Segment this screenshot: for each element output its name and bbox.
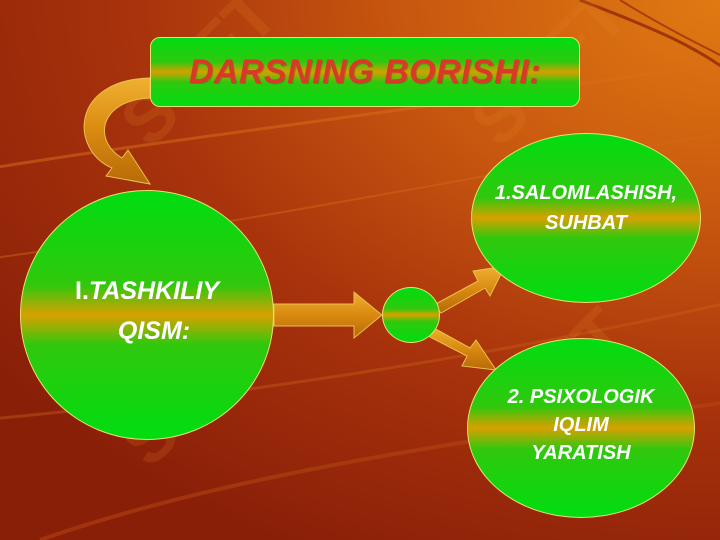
title-box: DARSNING BORISHI:: [150, 37, 580, 107]
main-node: I.TASHKILIY QISM:: [20, 190, 274, 440]
node-2-line3: YARATISH: [531, 442, 631, 464]
main-node-line2: QISM:: [117, 317, 191, 345]
node-1-line1: 1.SALOMLASHISH,: [494, 182, 678, 204]
hub-node: [382, 287, 440, 343]
arrow-hub-to-node-2: [425, 326, 498, 371]
node-2-line2: IQLIM: [553, 414, 609, 436]
node-2: 2. PSIXOLOGIK IQLIM YARATISH: [467, 338, 695, 518]
arrow-hub-to-node-1: [433, 265, 506, 314]
node-2-line1: 2. PSIXOLOGIK: [507, 386, 655, 408]
node-1: 1.SALOMLASHISH, SUHBAT: [471, 133, 701, 303]
main-node-line1: TASHKILIY: [88, 277, 219, 305]
slide-title: DARSNING BORISHI:: [188, 52, 542, 91]
main-node-number: I.: [75, 277, 89, 305]
node-1-line2: SUHBAT: [545, 212, 627, 234]
arrow-main-to-hub: [273, 290, 383, 340]
